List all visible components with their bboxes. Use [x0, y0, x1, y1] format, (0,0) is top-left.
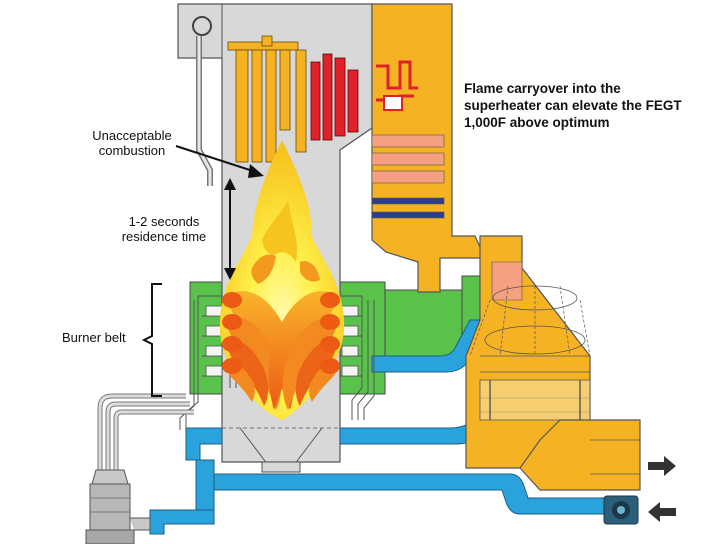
economizer-band: [371, 134, 445, 148]
burner-piping-left: [97, 295, 237, 470]
flame-icon: [219, 140, 345, 420]
unacceptable-combustion-label: Unacceptable combustion: [92, 128, 172, 158]
pulverizer-icon: [85, 469, 151, 544]
inlet-arrow-icon: [648, 502, 676, 522]
air-heater: [465, 235, 641, 491]
backpass: [371, 3, 486, 293]
outlet-arrow-icon: [648, 456, 676, 476]
reheater: [310, 53, 359, 141]
residence-time-label: 1-2 seconds residence time: [121, 214, 207, 244]
superheater-platens: [227, 35, 307, 163]
combustion-arrow: [175, 145, 264, 178]
fan-icon: [603, 495, 639, 525]
flame-carryover-label: Flame carryover into the superheater can…: [464, 81, 682, 130]
burner-belt-label: Burner belt: [62, 330, 126, 345]
burner-ports: [205, 305, 359, 377]
residence-time-arrow: [224, 178, 236, 280]
burner-belt-bracket: [141, 283, 162, 397]
steam-drum: [192, 16, 212, 36]
air-ducts: [149, 319, 611, 535]
